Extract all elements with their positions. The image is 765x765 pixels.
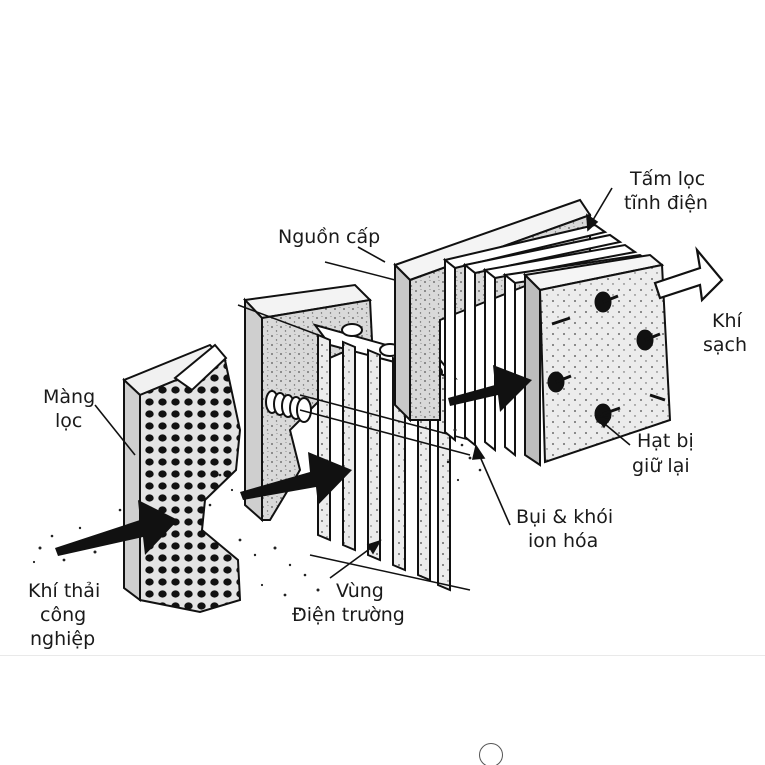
clean-air-arrow bbox=[653, 246, 724, 303]
label-hat-bi-line1: Hạt bị bbox=[637, 430, 694, 452]
label-tam-loc-line2: tĩnh điện bbox=[624, 192, 708, 214]
label-hat-bi-line2: giữ lại bbox=[632, 455, 690, 477]
label-tam-loc-line1: Tấm lọc bbox=[630, 168, 706, 190]
label-nguon-cap: Nguồn cấp bbox=[278, 226, 381, 248]
label-bui-khoi-line1: Bụi & khói bbox=[516, 506, 614, 528]
dust-particles bbox=[32, 428, 482, 612]
inflow-arrow-plates bbox=[448, 365, 532, 412]
power-supply-frame bbox=[237, 261, 396, 523]
label-vung-line1: Vùng bbox=[336, 580, 384, 602]
insulator-coil bbox=[265, 390, 312, 423]
label-mang-loc-line1: Màng bbox=[43, 386, 96, 408]
label-bui-khoi-line2: ion hóa bbox=[528, 530, 599, 552]
inflow-arrow-middle bbox=[240, 452, 352, 505]
label-khi-sach-line2: sạch bbox=[703, 334, 748, 356]
label-khi-thai-line2: công bbox=[40, 604, 87, 626]
label-mang-loc-line2: lọc bbox=[55, 410, 83, 432]
divider bbox=[0, 655, 765, 656]
leader-lines bbox=[94, 187, 631, 579]
label-khi-thai-line1: Khí thải bbox=[28, 580, 101, 602]
inflow-arrow-left bbox=[55, 500, 178, 556]
label-vung-line2: Điện trường bbox=[292, 604, 405, 626]
label-khi-sach-line1: Khí bbox=[712, 310, 742, 332]
filter-membrane-panel bbox=[122, 343, 242, 614]
electrostatic-filter-plates bbox=[393, 198, 672, 467]
label-khi-thai-line3: nghiệp bbox=[30, 628, 96, 650]
cursor-circle-icon bbox=[479, 743, 503, 765]
